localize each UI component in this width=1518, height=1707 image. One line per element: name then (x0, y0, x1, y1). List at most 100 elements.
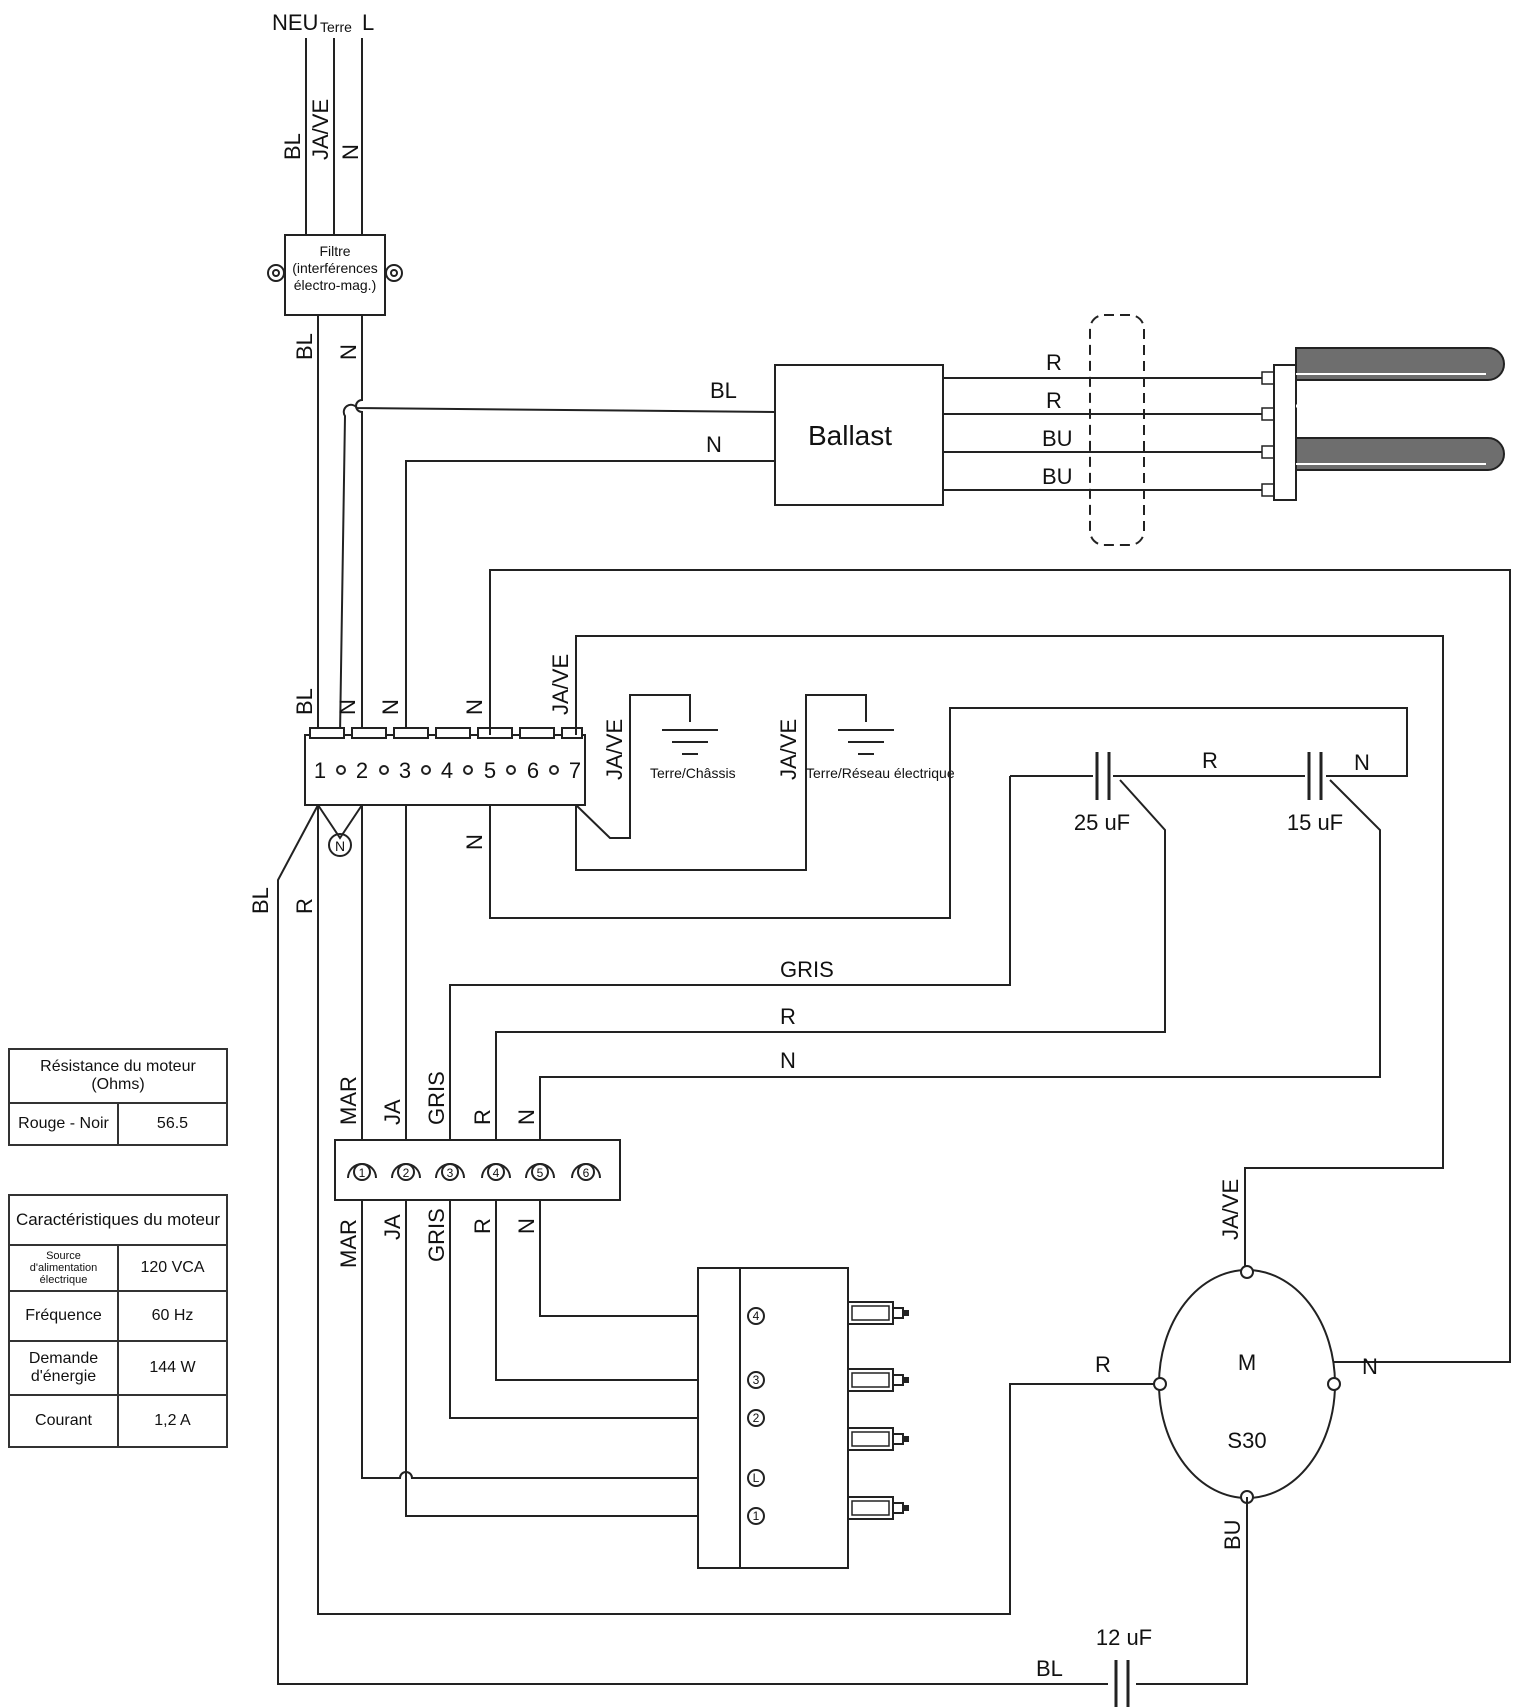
resistance-table: Résistance du moteur (Ohms) Rouge - Noir… (8, 1048, 228, 1146)
wire-label-bu-motor: BU (1220, 1519, 1245, 1550)
ballast-box (774, 364, 944, 506)
wire-label-n-t5: N (462, 699, 487, 715)
terminal-num-5: 5 (484, 758, 496, 783)
switch-button-3 (847, 1427, 909, 1451)
wire-label-n-in: N (338, 144, 363, 160)
wire-label-bl-down: BL (248, 887, 273, 914)
mains-ground-label: Terre (320, 19, 352, 35)
specs-row-power-label: Demande d'énergie (8, 1340, 119, 1396)
connector-pin-2-label: 2 (403, 1166, 410, 1180)
wire-label-r1: R (1046, 350, 1062, 375)
ballast-label: Ballast (808, 420, 892, 451)
connector-pins (347, 1163, 601, 1181)
wire-label-javc-motor: JA/VE (1218, 1179, 1243, 1240)
wire-label-n-cap: N (1354, 750, 1370, 775)
wire-label-n-bottom: N (514, 1218, 539, 1234)
wire-label-r-cap: R (780, 1004, 796, 1029)
filter-label-2: (interférences (292, 260, 378, 276)
emi-filter: Filtre (interférences électro-mag.) (267, 234, 403, 316)
connector-pin-6 (571, 1163, 601, 1181)
resistance-row-label: Rouge - Noir (8, 1102, 119, 1146)
wire-ground-chassis (575, 694, 691, 839)
specs-row-power-value: 144 W (117, 1340, 228, 1396)
mains-line-label: L (362, 10, 374, 35)
wire-label-mar-top: MAR (336, 1076, 361, 1125)
wire-label-bl-ballast: BL (710, 378, 737, 403)
neutral-bridge (317, 804, 363, 840)
connector-pin-5-label: 5 (537, 1166, 544, 1180)
terminal-num-2: 2 (356, 758, 368, 783)
capacitor-15uf (1307, 752, 1323, 800)
motor-connector (334, 1139, 621, 1201)
specs-table: Caractéristiques du moteur Source d'alim… (8, 1194, 228, 1448)
ground-network-label: Terre/Réseau électrique (806, 765, 955, 781)
terminal-num-1: 1 (314, 758, 326, 783)
wire-label-bl-cap12: BL (1036, 1656, 1063, 1681)
wire-n-cap15 (539, 779, 1381, 1155)
specs-row-source-label: Source d'alimentation électrique (8, 1244, 119, 1292)
ferrite-sleeve (1089, 314, 1145, 546)
switch-button-4 (847, 1496, 909, 1520)
wire-n-filter-out (355, 315, 363, 735)
wire-r-cap (495, 779, 1166, 1155)
connector-pin-2 (391, 1163, 421, 1181)
resistance-row-value: 56.5 (117, 1102, 228, 1146)
specs-row-current-label: Courant (8, 1394, 119, 1448)
wire-label-n-ballast: N (706, 432, 722, 457)
wire-n-ballast (405, 460, 775, 735)
connector-pin-5 (525, 1163, 555, 1181)
wire-gris-cap (449, 776, 1011, 1155)
wire-label-n-t3: N (378, 699, 403, 715)
switch-button-1 (847, 1301, 909, 1325)
switch-pin-2-label: 2 (753, 1411, 760, 1425)
connector-pin-1-label: 1 (359, 1166, 366, 1180)
capacitor-12uf-label: 12 uF (1096, 1625, 1152, 1650)
wire-n-switch (539, 1200, 720, 1317)
wire-label-r2: R (1046, 388, 1062, 413)
terminal-num-6: 6 (527, 758, 539, 783)
wire-label-r-down: R (292, 898, 317, 914)
specs-row-current-value: 1,2 A (117, 1394, 228, 1448)
wire-r-motor (317, 805, 1160, 1615)
wire-label-gris-cap: GRIS (780, 957, 834, 982)
wire-bu-motor (1136, 1497, 1248, 1685)
wire-label-n-filter: N (336, 344, 361, 360)
wire-ja-switch (405, 1200, 720, 1517)
connector-pin-4-label: 4 (493, 1166, 500, 1180)
motor (1153, 1265, 1341, 1504)
specs-row-source-value: 120 VCA (117, 1244, 228, 1292)
switch-pin-1-label: 1 (753, 1509, 760, 1523)
resistance-table-title: Résistance du moteur (Ohms) (8, 1048, 228, 1104)
wire-label-r-top: R (470, 1109, 495, 1125)
wire-label-bl-in: BL (280, 133, 305, 160)
wire-label-javc-network: JA/VE (776, 719, 801, 780)
wire-label-n-t2: N (335, 699, 360, 715)
specs-table-title: Caractéristiques du moteur (8, 1194, 228, 1246)
connector-pin-1 (347, 1163, 377, 1181)
wire-label-n-motor: N (1362, 1354, 1378, 1379)
wire-label-r-bottom: R (470, 1218, 495, 1234)
motor-symbol: M (1238, 1350, 1256, 1375)
switch-pin-4-label: 4 (753, 1309, 760, 1323)
wire-label-bu2: BU (1042, 464, 1073, 489)
wire-ground-network (575, 694, 867, 871)
specs-row-frequency-label: Fréquence (8, 1290, 119, 1342)
wire-n-cap (489, 707, 1408, 919)
filter-label-3: électro-mag.) (294, 277, 376, 293)
wire-label-r-caps: R (1202, 748, 1218, 773)
mains-neutral-label: NEU (272, 10, 318, 35)
terminal-num-7: 7 (569, 758, 581, 783)
capacitor-25uf-label: 25 uF (1074, 810, 1130, 835)
wire-label-mar-bottom: MAR (336, 1219, 361, 1268)
wire-label-javc-chassis: JA/VE (602, 719, 627, 780)
connector-pin-6-label: 6 (583, 1166, 590, 1180)
wire-label-bl-t1: BL (292, 688, 317, 715)
switch-pin-3-label: 3 (753, 1373, 760, 1387)
wire-r-switch (495, 1200, 720, 1381)
neutral-symbol (328, 833, 352, 857)
wire-label-gris-top: GRIS (424, 1071, 449, 1125)
switch-pin-l-label: L (753, 1471, 760, 1485)
motor-model: S30 (1227, 1428, 1266, 1453)
wire-gris-switch (449, 1200, 720, 1419)
